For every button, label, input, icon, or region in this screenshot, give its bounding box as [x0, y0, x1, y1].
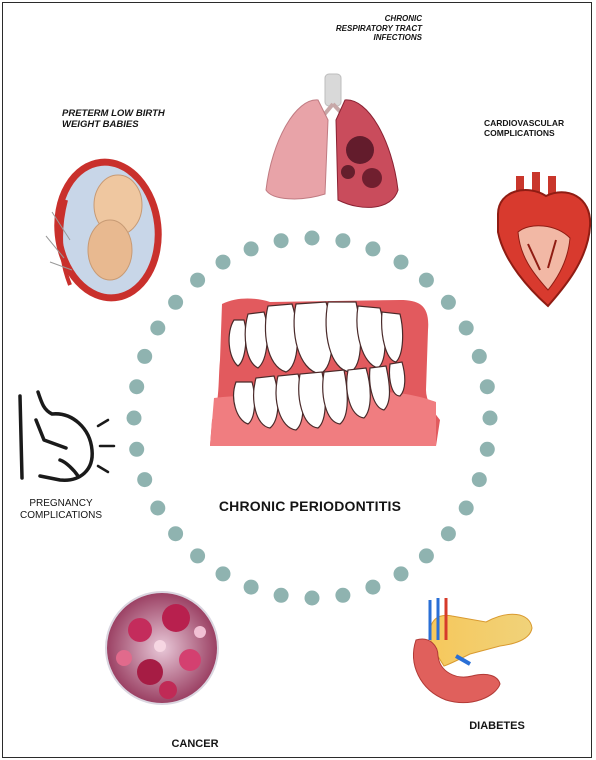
ring-dot: [419, 273, 434, 288]
ring-dot: [472, 472, 487, 487]
label-diabetes: DIABETES: [452, 720, 542, 733]
ring-dot: [190, 273, 205, 288]
ring-dot: [305, 231, 320, 246]
ring-dot: [150, 321, 165, 336]
ring-dot: [127, 411, 142, 426]
lungs-icon: [266, 74, 398, 207]
ring-dot: [335, 588, 350, 603]
ring-dot: [335, 233, 350, 248]
label-pregnancy: PREGNANCY COMPLICATIONS: [6, 498, 116, 522]
ring-dot: [244, 241, 259, 256]
pancreas-icon: [414, 598, 532, 703]
ring-dot: [150, 501, 165, 516]
ring-dot: [480, 442, 495, 457]
ring-dot: [129, 379, 144, 394]
label-pregnancy-line-1: PREGNANCY: [6, 498, 116, 510]
ring-dot: [137, 472, 152, 487]
ring-dot: [244, 580, 259, 595]
label-preterm: PRETERM LOW BIRTH WEIGHT BABIES: [62, 108, 202, 131]
heart-icon: [498, 172, 590, 306]
pregnant-woman-icon: [20, 392, 114, 480]
fetus-in-womb-icon: [46, 157, 165, 303]
ring-dot: [274, 588, 289, 603]
label-respiratory: CHRONIC RESPIRATORY TRACT INFECTIONS: [300, 14, 422, 43]
ring-dot: [274, 233, 289, 248]
ring-dot: [459, 321, 474, 336]
ring-dot: [168, 295, 183, 310]
ring-dot: [137, 349, 152, 364]
ring-dot: [216, 566, 231, 581]
label-preterm-line-1: PRETERM LOW BIRTH: [62, 108, 202, 119]
ring-dot: [480, 379, 495, 394]
ring-dot: [305, 591, 320, 606]
label-respiratory-line-2: RESPIRATORY TRACT: [300, 24, 422, 34]
ring-dot: [365, 241, 380, 256]
ring-dot: [459, 501, 474, 516]
ring-dot: [441, 295, 456, 310]
ring-dot: [441, 526, 456, 541]
label-cancer: CANCER: [150, 738, 240, 751]
label-respiratory-line-3: INFECTIONS: [300, 33, 422, 43]
ring-dot: [129, 442, 144, 457]
label-pregnancy-line-2: COMPLICATIONS: [6, 510, 116, 522]
label-cardiovascular: CARDIOVASCULAR COMPLICATIONS: [484, 118, 588, 138]
ring-dot: [394, 255, 409, 270]
center-label: CHRONIC PERIODONTITIS: [180, 498, 440, 515]
ring-dot: [483, 411, 498, 426]
label-cardio-line-2: COMPLICATIONS: [484, 128, 588, 138]
ring-dot: [168, 526, 183, 541]
ring-dot: [472, 349, 487, 364]
teeth-icon: [210, 299, 440, 447]
ring-dot: [419, 548, 434, 563]
cancer-cells-icon: [106, 592, 218, 704]
ring-dot: [365, 580, 380, 595]
ring-dot: [216, 255, 231, 270]
label-respiratory-line-1: CHRONIC: [300, 14, 422, 24]
ring-dot: [190, 548, 205, 563]
label-cardio-line-1: CARDIOVASCULAR: [484, 118, 588, 128]
ring-dot: [394, 566, 409, 581]
label-preterm-line-2: WEIGHT BABIES: [62, 119, 202, 130]
